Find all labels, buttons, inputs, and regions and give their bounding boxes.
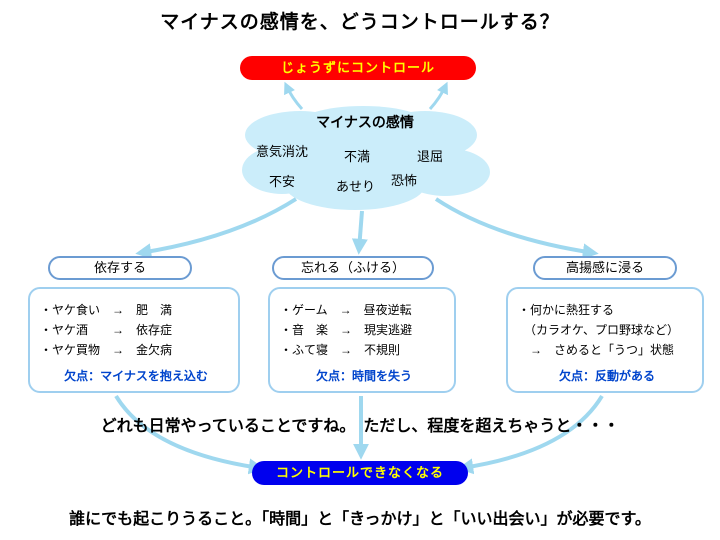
emotion-word: 意気消沈	[256, 144, 309, 159]
branch-drawback: 欠点：マイナスを抱え込む	[64, 369, 208, 383]
branch-item: ・ヤケ食い → 肥 満	[40, 303, 173, 317]
branch-item: （カラオケ、プロ野球など）	[518, 323, 680, 337]
branch-drawback: 欠点：反動がある	[558, 369, 655, 383]
branch-item: ・ふて寝 → 不規則	[280, 343, 401, 357]
footer-note: 誰にでも起こりうること。「時間」と「きっかけ」と「いい出会い」が必要です。	[69, 511, 651, 528]
arrow-cloud-to-control-right	[428, 81, 448, 111]
branch-item: ・ゲーム → 昼夜逆転	[280, 303, 412, 317]
branch-label-euphoria: 高揚感に浸る	[533, 256, 677, 280]
branch-item: ・音 楽 → 現実逃避	[280, 323, 413, 337]
emotion-word: 不安	[269, 174, 296, 189]
branch-box-depend: ・ヤケ食い → 肥 満 ・ヤケ酒 → 依存症 ・ヤケ買物 → 金欠病 欠点：マイ…	[28, 287, 240, 393]
branch-box-forget: ・ゲーム → 昼夜逆転 ・音 楽 → 現実逃避 ・ふて寝 → 不規則 欠点：時間…	[268, 287, 456, 393]
emotion-word: あせり	[336, 179, 376, 194]
branch-box-euphoria: ・何かに熱狂する （カラオケ、プロ野球など） → さめると「うつ」状態 欠点：反…	[506, 287, 704, 393]
arrow-cloud-to-control-left	[284, 81, 304, 111]
middle-note: どれも日常やっていることですね。 ただし、程度を超えちゃうと・・・	[100, 418, 620, 435]
cloud-title: マイナスの感情	[316, 114, 414, 130]
branch-item: → さめると「うつ」状態	[518, 343, 675, 357]
branch-label-depend: 依存する	[48, 256, 192, 280]
emotion-word: 恐怖	[391, 173, 418, 188]
arrow-cloud-to-branch-left	[135, 197, 298, 260]
branch-item: ・ヤケ買物 → 金欠病	[40, 343, 173, 357]
lose-control-pill: コントロールできなくなる	[252, 461, 468, 485]
arrow-cloud-to-branch-middle	[351, 210, 368, 255]
emotion-word: 不満	[344, 149, 371, 164]
branch-drawback: 欠点：時間を失う	[315, 369, 412, 383]
branch-item: ・何かに熱狂する	[518, 303, 615, 317]
page-title: マイナスの感情を、どうコントロールする？	[160, 12, 560, 33]
arrow-cloud-to-branch-right	[434, 197, 599, 260]
control-well-pill: じょうずにコントロール	[240, 56, 476, 80]
branch-label-forget: 忘れる（ふける）	[272, 256, 434, 280]
emotion-word: 退屈	[417, 149, 444, 164]
branch-item: ・ヤケ酒 → 依存症	[40, 323, 173, 337]
